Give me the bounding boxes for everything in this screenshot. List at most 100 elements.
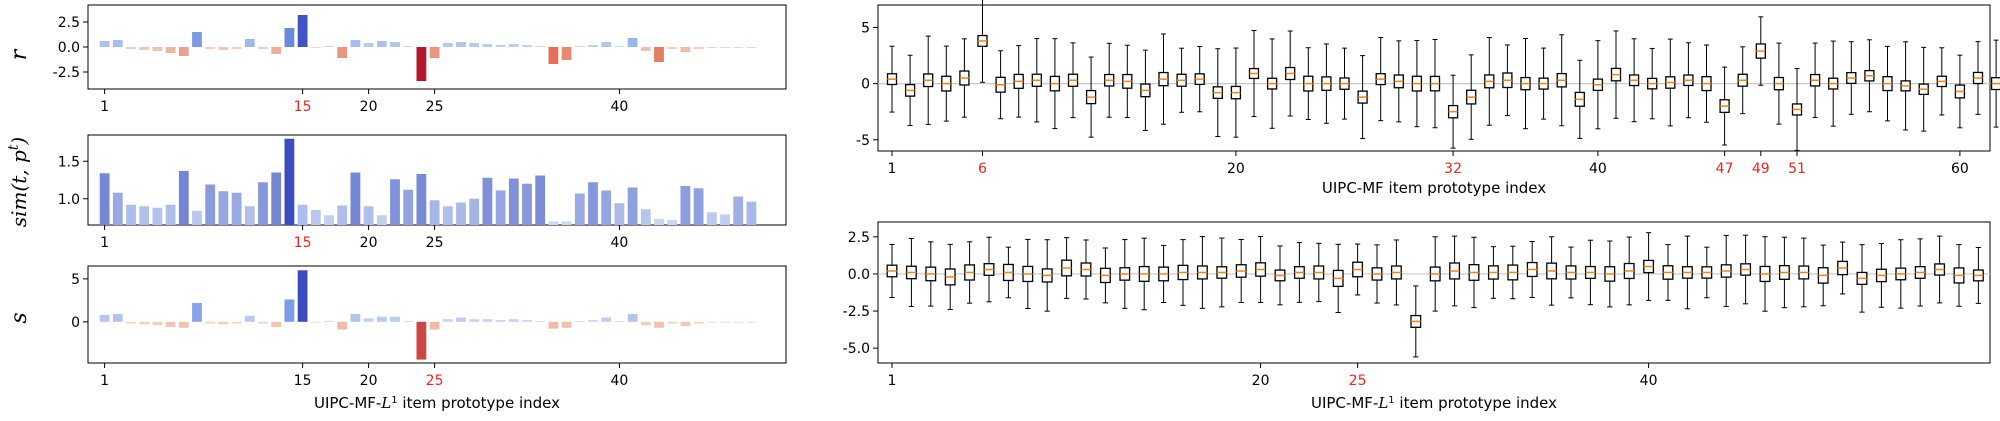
box-plot [1293,242,1305,303]
box-plot [1918,46,1929,132]
box-plot [1662,244,1674,301]
box-plot [1759,236,1771,312]
box-plot [905,237,917,307]
bar [469,198,480,225]
box-plot [1061,237,1073,299]
bar [561,321,572,328]
bar [429,321,440,330]
y-tick-label: 2.5 [58,15,80,31]
bar [667,47,678,49]
bar [99,314,110,322]
box-plot [1856,244,1868,313]
bar [297,204,308,225]
bar [693,321,704,324]
box-plot [1526,241,1538,298]
box-plot [1371,244,1383,304]
box-plot [1604,240,1616,308]
bar [284,299,295,322]
bar [390,42,400,47]
bar [271,47,282,54]
bar [258,321,268,324]
bar [350,40,361,47]
box-plot [1936,47,1947,116]
bar [522,320,532,322]
box-plot [1817,244,1829,307]
x-tick-label: 1 [100,373,109,389]
box-plot [1177,239,1189,306]
bar [218,191,229,225]
r-axis-label: r [7,48,32,60]
bar [112,192,123,225]
bar [442,43,453,47]
bar [376,41,387,47]
bar [244,315,255,322]
bar [733,47,744,48]
box-plot [1546,236,1558,306]
bar [508,178,519,225]
box-plot [1122,44,1133,118]
bar [139,206,150,225]
box-plot [1484,36,1495,126]
box-plot [1099,247,1111,304]
bar [258,182,268,225]
bar [324,46,334,47]
bar [588,320,598,322]
box-plot [923,35,934,125]
bar [376,215,387,225]
box-plot [1809,42,1821,118]
box-plot [995,50,1006,120]
x-tick-label: 47 [1716,161,1734,177]
box-plot [1410,285,1422,358]
box-plot [1972,41,1984,115]
box-plot [1487,246,1499,299]
box-plot [1900,41,1911,131]
bar [337,205,348,225]
bar [218,47,229,50]
box-plot [1138,237,1150,311]
bar [588,182,598,225]
box-plot [1390,239,1402,306]
bar [337,47,348,58]
y-tick-label: 1.0 [58,192,80,208]
box-plot [1196,236,1208,309]
bar [456,317,466,322]
bar [640,47,651,51]
bar [310,210,321,225]
bar [310,47,321,48]
box-plot [1031,38,1042,123]
bar [495,190,506,225]
bar [508,44,519,47]
bar [535,46,546,47]
bar [614,320,625,322]
bar [429,200,440,225]
x-tick-label: 1 [100,235,109,251]
x-tick-label: 1 [100,99,109,115]
bar [508,319,519,322]
bar [561,221,572,225]
box-plot [1447,74,1459,149]
box-plot [1022,238,1034,309]
bar [680,321,691,327]
bar [746,47,757,48]
y-tick-label: -2.5 [53,65,80,81]
y-tick-label: 0 [71,315,80,331]
bar [403,46,414,47]
bar [469,43,480,47]
box-plot [1313,242,1325,303]
right-top-x-axis-title: UIPC-MF item prototype index [1322,179,1546,197]
bar [442,319,453,322]
y-tick-label: -5.0 [843,341,870,357]
bar [178,321,189,328]
x-tick-label: 32 [1444,161,1462,177]
bar [271,321,282,327]
x-tick-label: 25 [426,99,444,115]
box-plot [1303,47,1314,121]
box-plot [1740,234,1752,305]
bar [231,321,242,324]
box-plot [1798,237,1810,308]
bar [165,204,176,225]
bar [693,47,704,49]
bar [152,47,163,51]
